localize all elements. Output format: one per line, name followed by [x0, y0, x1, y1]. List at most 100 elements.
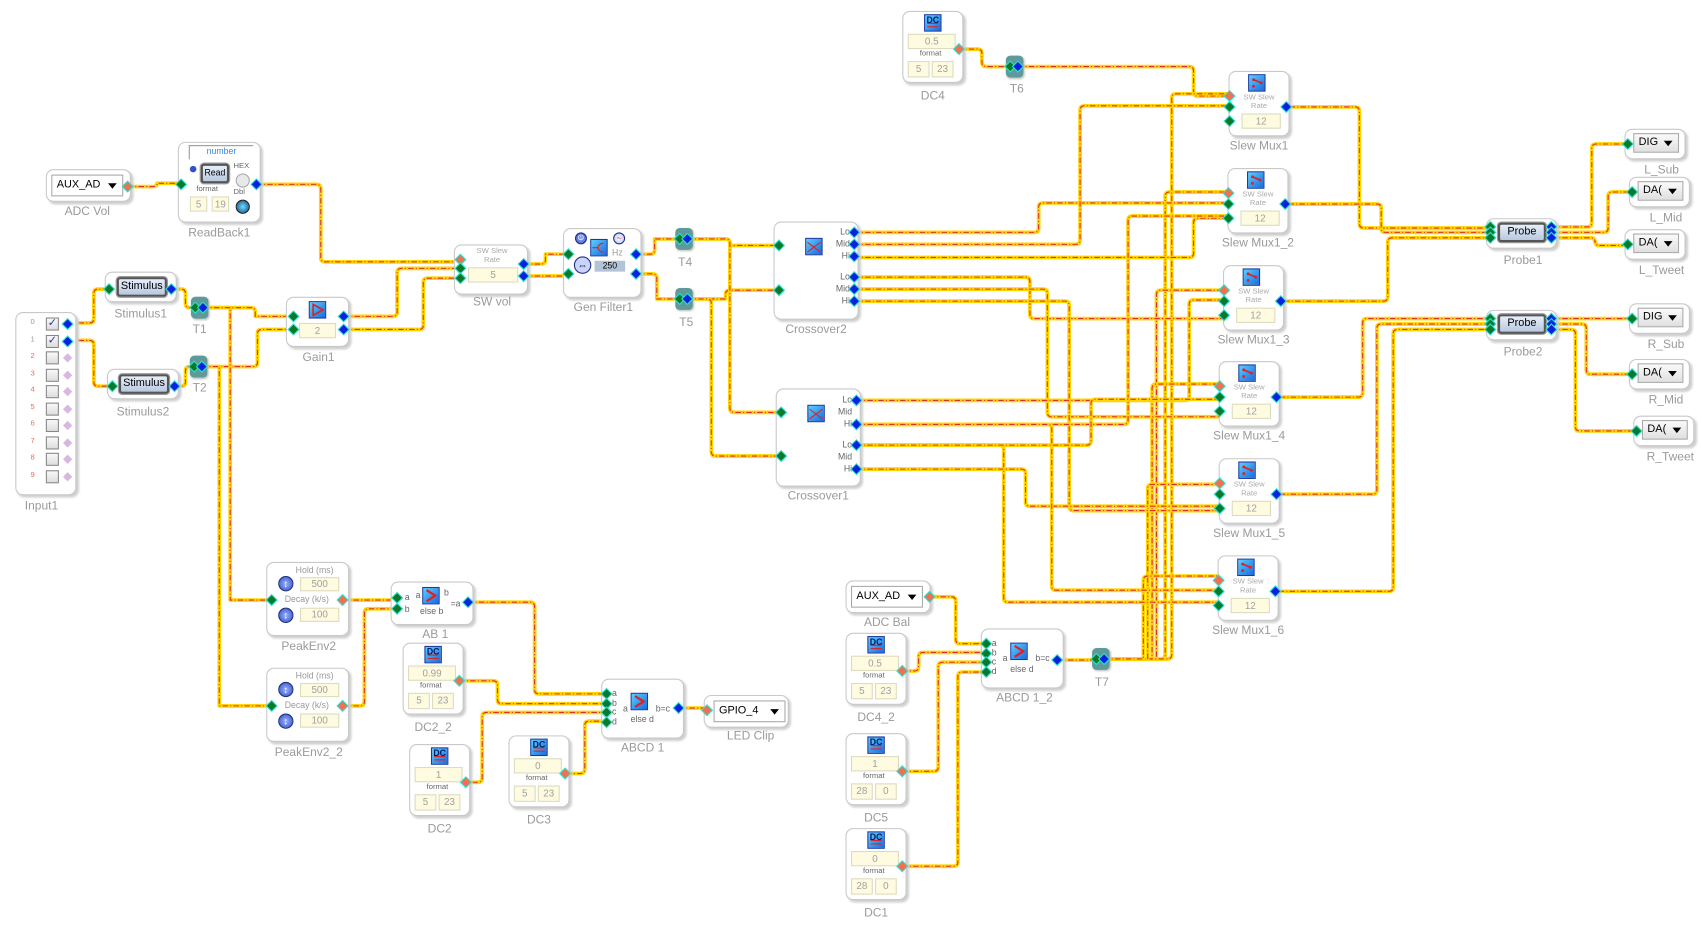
- slew-rate-field[interactable]: 12: [1240, 210, 1280, 226]
- readback1-block[interactable]: number Read HEX format Dbl 5 19: [177, 141, 261, 223]
- input-checkbox-8[interactable]: [45, 452, 59, 466]
- slew-rate-field[interactable]: 12: [1230, 597, 1270, 614]
- gen-filter1-block[interactable]: ⏻ ~ Hz ⇔ 250: [562, 228, 642, 298]
- dc-value-field[interactable]: 0.99: [408, 665, 457, 681]
- hold-field[interactable]: 500: [300, 577, 340, 592]
- input-checkbox-0[interactable]: ✓: [45, 317, 59, 331]
- wire[interactable]: [1551, 327, 1637, 433]
- hex-radio[interactable]: [235, 173, 250, 188]
- peakenv2-2-block[interactable]: Hold (ms) ↕ 500 Decay (k/s) ↕ 100: [266, 667, 350, 742]
- wire[interactable]: [201, 327, 294, 369]
- adc-vol-select[interactable]: AUX_AD: [51, 174, 124, 197]
- wire[interactable]: [1017, 64, 1230, 98]
- format-field-2[interactable]: 0: [874, 783, 897, 800]
- format-field-1[interactable]: 5: [189, 196, 208, 212]
- output-select[interactable]: DA(: [1637, 181, 1684, 201]
- wire[interactable]: [343, 276, 461, 332]
- probe2-button[interactable]: Probe: [1497, 314, 1546, 334]
- adc-bal-select[interactable]: AUX_AD: [850, 585, 923, 608]
- output-select[interactable]: DIG: [1633, 133, 1680, 153]
- format-field-1[interactable]: 28: [850, 878, 873, 895]
- adc-vol-block[interactable]: AUX_AD: [45, 169, 131, 202]
- stimulus1-block[interactable]: Stimulus: [104, 271, 177, 303]
- sine-wave-icon[interactable]: ~: [613, 232, 626, 245]
- format-field-1[interactable]: 5: [513, 785, 536, 802]
- format-field-2[interactable]: 23: [432, 692, 454, 710]
- dc-value-field[interactable]: 0: [850, 850, 899, 867]
- frequency-field[interactable]: 250: [594, 260, 626, 272]
- format-field-1[interactable]: 5: [408, 692, 430, 710]
- wire[interactable]: [1104, 91, 1230, 661]
- output-select[interactable]: DIG: [1637, 307, 1684, 328]
- decay-field[interactable]: 100: [300, 607, 340, 622]
- wire[interactable]: [202, 305, 272, 602]
- crossover1-block[interactable]: [775, 388, 861, 487]
- adc-bal-block[interactable]: AUX_AD: [845, 580, 931, 614]
- input-checkbox-6[interactable]: [45, 418, 59, 433]
- dc-value-field[interactable]: 1: [850, 756, 899, 772]
- sw-vol-block[interactable]: SW Slew Rate 5: [453, 244, 529, 295]
- output-select[interactable]: DA(: [1633, 233, 1680, 254]
- ab1-block[interactable]: a b a b =a else b: [390, 581, 474, 626]
- wire[interactable]: [1551, 235, 1628, 248]
- format-field-2[interactable]: 19: [211, 196, 230, 212]
- slew-rate-field[interactable]: 12: [1236, 307, 1276, 323]
- input-checkbox-3[interactable]: [45, 368, 59, 382]
- wire[interactable]: [1289, 105, 1491, 230]
- wire[interactable]: [342, 606, 398, 708]
- probe1-button[interactable]: Probe: [1497, 222, 1546, 243]
- output-select[interactable]: DA(: [1641, 420, 1688, 440]
- wire[interactable]: [1551, 190, 1633, 235]
- wire[interactable]: [854, 275, 1225, 321]
- input-checkbox-1[interactable]: ✓: [45, 334, 59, 348]
- wire[interactable]: [1279, 322, 1491, 497]
- input-checkbox-2[interactable]: [45, 351, 59, 365]
- sw-vol-field[interactable]: 5: [468, 267, 519, 283]
- crossover2-block[interactable]: [773, 221, 859, 320]
- wire[interactable]: [201, 364, 272, 708]
- stimulus2-button[interactable]: Stimulus: [118, 374, 170, 394]
- input-checkbox-4[interactable]: [45, 385, 59, 399]
- slew-rate-field[interactable]: 12: [1241, 113, 1281, 129]
- format-field-2[interactable]: 0: [874, 878, 897, 895]
- format-field-1[interactable]: 5: [414, 794, 437, 811]
- abcd1-2-block[interactable]: [980, 628, 1064, 689]
- input-checkbox-9[interactable]: [45, 469, 59, 483]
- wire[interactable]: [636, 237, 680, 257]
- dc-value-field[interactable]: 0: [513, 758, 562, 774]
- wire[interactable]: [1551, 322, 1633, 377]
- read-button[interactable]: Read: [200, 163, 230, 184]
- wire[interactable]: [929, 594, 987, 646]
- output-select[interactable]: DA(: [1637, 363, 1684, 383]
- decay-knob-icon[interactable]: ↕: [278, 713, 294, 729]
- stimulus2-block[interactable]: Stimulus: [106, 368, 179, 400]
- gain1-block[interactable]: 2: [285, 296, 350, 347]
- wire[interactable]: [1278, 327, 1491, 594]
- dc-value-field[interactable]: 1: [414, 766, 463, 783]
- led-clip-block[interactable]: GPIO_4: [703, 694, 789, 728]
- dbl-radio[interactable]: [235, 199, 250, 214]
- swap-icon[interactable]: ⇔: [573, 256, 592, 274]
- wire[interactable]: [687, 237, 782, 415]
- wire[interactable]: [902, 660, 987, 774]
- dc-value-field[interactable]: 0.5: [850, 655, 899, 671]
- format-field-1[interactable]: 5: [850, 682, 873, 700]
- format-field-2[interactable]: 23: [537, 785, 560, 802]
- wire[interactable]: [343, 266, 461, 319]
- gain-field[interactable]: 2: [298, 322, 337, 339]
- input-checkbox-7[interactable]: [45, 435, 59, 449]
- decay-field[interactable]: 100: [300, 713, 340, 728]
- probe2-block[interactable]: Probe: [1485, 309, 1557, 341]
- format-field-2[interactable]: 23: [438, 794, 461, 811]
- wire[interactable]: [256, 182, 461, 264]
- format-field-2[interactable]: 23: [931, 61, 954, 78]
- wire[interactable]: [902, 670, 987, 869]
- dc-value-field[interactable]: 0.5: [907, 33, 956, 50]
- probe1-block[interactable]: Probe: [1485, 218, 1557, 249]
- hold-knob-icon[interactable]: ↕: [278, 681, 294, 698]
- stimulus1-button[interactable]: Stimulus: [116, 277, 167, 297]
- led-clip-select[interactable]: GPIO_4: [713, 700, 786, 723]
- hold-knob-icon[interactable]: ↕: [278, 576, 294, 592]
- input-checkbox-5[interactable]: [45, 402, 59, 416]
